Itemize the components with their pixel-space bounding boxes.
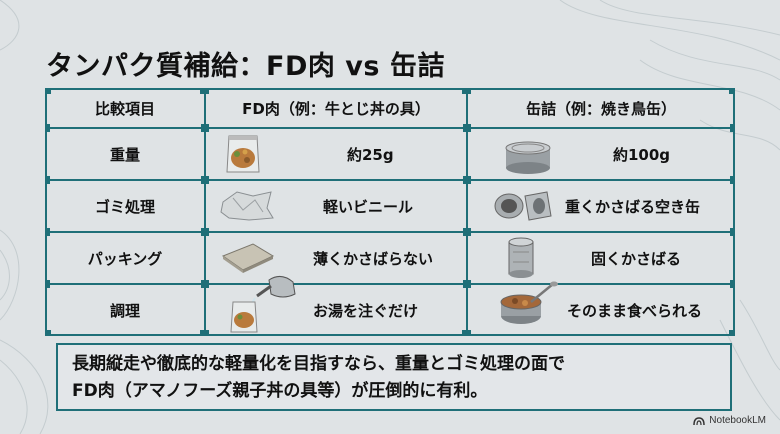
cylinder-can-icon: [508, 237, 534, 278]
row-label-packing: パッキング: [87, 249, 163, 268]
fd-cooking-value: お湯を注ぐだけ: [313, 301, 419, 320]
row-label-cooking: 調理: [109, 301, 140, 320]
summary-line-2: FD肉（アマノフーズ親子丼の具等）が圧倒的に有利。: [72, 381, 488, 401]
header-item: 比較項目: [94, 99, 155, 118]
tin-can-icon: [505, 141, 551, 174]
notebooklm-logo-icon: [693, 416, 706, 425]
summary-text: 長期縦走や徹底的な軽量化を目指すなら、重量とゴミ処理の面で FD肉（アマノフーズ…: [72, 351, 565, 405]
can-garbage-value: 重くかさばる空き缶: [565, 197, 701, 216]
kettle-pouring-icon: [230, 276, 296, 333]
can-weight-value: 約100g: [613, 145, 671, 164]
flat-pouch-icon: [221, 243, 275, 273]
empty-cans-icon: [494, 191, 552, 221]
brand-watermark: NotebookLM: [693, 415, 766, 426]
header-can: 缶詰（例：焼き鳥缶）: [525, 99, 676, 118]
page-title: タンパク質補給：FD肉 vs 缶詰: [46, 51, 445, 82]
fd-garbage-value: 軽いビニール: [323, 197, 414, 216]
brand-label: NotebookLM: [709, 415, 766, 426]
header-fd: FD肉（例：牛とじ丼の具）: [242, 99, 430, 118]
summary-line-1: 長期縦走や徹底的な軽量化を目指すなら、重量とゴミ処理の面で: [72, 354, 565, 374]
fd-packing-value: 薄くかさばらない: [313, 249, 434, 268]
fd-meat-pouch-icon: [226, 135, 260, 173]
summary-box: 長期縦走や徹底的な軽量化を目指すなら、重量とゴミ処理の面で FD肉（アマノフーズ…: [56, 343, 732, 411]
can-cooking-value: そのまま食べられる: [567, 301, 703, 320]
crumpled-plastic-bag-icon: [220, 191, 274, 221]
row-label-weight: 重量: [109, 145, 140, 164]
fd-weight-value: 約25g: [347, 145, 394, 164]
row-label-garbage: ゴミ処理: [94, 197, 155, 216]
comparison-table: 比較項目 FD肉（例：牛とじ丼の具） 缶詰（例：焼き鳥缶） 重量 約25g 約1…: [45, 88, 735, 336]
can-packing-value: 固くかさばる: [591, 249, 682, 268]
open-can-spoon-icon: [500, 281, 558, 324]
table-grid: [45, 88, 735, 336]
